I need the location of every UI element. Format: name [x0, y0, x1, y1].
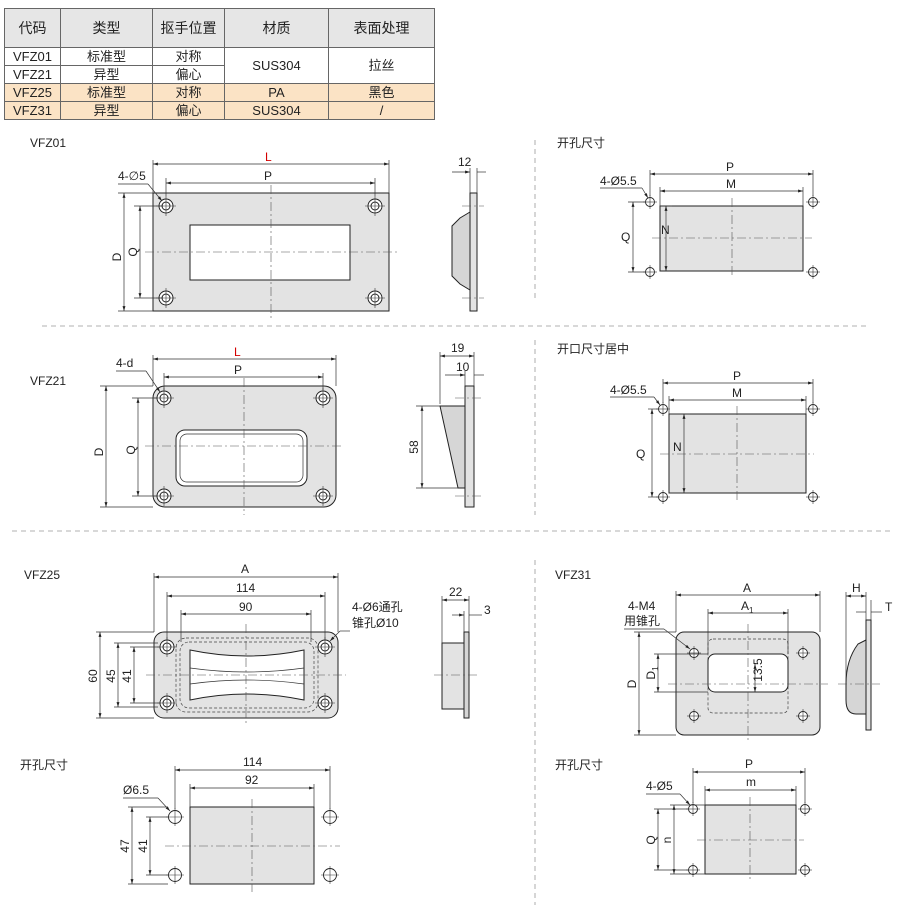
vfz31-cutout-view: 开孔尺寸 P m 4-Ø5 Q n: [555, 757, 813, 882]
cell-code: VFZ21: [4, 65, 61, 84]
vfz25-cut-41: 41: [136, 839, 150, 853]
vfz25-front-view: VFZ25 A 114 90 4-Ø6通孔 锥孔Ø10 60 45: [24, 562, 403, 726]
vfz21-cut-holes: 4-Ø5.5: [610, 383, 647, 397]
vfz25-dim-114: 114: [236, 581, 255, 595]
vfz21-dim-58: 58: [407, 440, 421, 454]
vfz25-cutout-view: 开孔尺寸 114 92 Ø6.5 47 41: [20, 755, 340, 892]
vfz01-dim-Q: Q: [126, 247, 140, 256]
vfz31-holes-countersink: 用锥孔: [624, 614, 660, 628]
vfz21-cut-N: N: [673, 440, 682, 454]
vfz21-title: VFZ21: [30, 374, 66, 388]
vfz31-dim-D: D: [625, 679, 639, 688]
vfz01-dim-L: L: [265, 150, 272, 164]
vfz25-holes-countersink: 锥孔Ø10: [352, 616, 399, 630]
vfz25-cut-hole: Ø6.5: [123, 783, 149, 797]
vfz31-dim-T: T: [885, 600, 893, 614]
vfz01-dim-D: D: [110, 252, 124, 261]
vfz25-dim-90: 90: [239, 600, 253, 614]
header-surface: 表面处理: [328, 8, 435, 48]
vfz21-dim-Q: Q: [124, 445, 138, 454]
vfz25-cut-114: 114: [243, 755, 262, 769]
vfz31-cut-m: m: [746, 775, 756, 789]
vfz01-title: VFZ01: [30, 136, 66, 150]
vfz25-cut-title: 开孔尺寸: [20, 758, 68, 772]
vfz31-holes-m4: 4-M4: [628, 599, 656, 613]
table-row: VFZ21 异型 偏心: [4, 65, 435, 84]
cell-position: 对称: [152, 83, 225, 102]
vfz25-dim-22: 22: [449, 585, 463, 599]
vfz01-side-view: 12: [451, 155, 486, 312]
cell-code: VFZ31: [4, 101, 61, 120]
vfz31-cut-P: P: [745, 757, 753, 771]
vfz31-dim-H: H: [852, 581, 861, 595]
vfz25-side-view: 22 3: [434, 585, 491, 719]
table-header-row: 代码 类型 抠手位置 材质 表面处理: [4, 8, 435, 48]
vfz25-cut-47: 47: [118, 839, 132, 853]
vfz21-cut-M: M: [732, 386, 742, 400]
cell-surface: 拉丝: [328, 47, 435, 84]
vfz21-cut-Q: Q: [636, 447, 645, 461]
cell-surface: 黑色: [328, 83, 435, 102]
header-code: 代码: [4, 8, 61, 48]
vfz01-thickness: 12: [458, 155, 472, 169]
vfz25-title: VFZ25: [24, 568, 60, 582]
vfz01-cut-N: N: [661, 223, 670, 237]
vfz21-side-view: 19 10 58: [407, 341, 484, 508]
vfz21-dim-P: P: [234, 363, 242, 377]
vfz25-cut-92: 92: [245, 773, 259, 787]
cell-type: 异型: [60, 101, 153, 120]
vfz31-cut-title: 开孔尺寸: [555, 758, 603, 772]
vfz01-cut-holes: 4-Ø5.5: [600, 174, 637, 188]
vfz01-cut-M: M: [726, 177, 736, 191]
vfz01-holes: 4-∅5: [118, 169, 146, 183]
vfz21-dim-L: L: [234, 345, 241, 359]
vfz21-cut-P: P: [733, 369, 741, 383]
vfz25-dim-3: 3: [484, 603, 491, 617]
vfz31-front-view: VFZ31 A A1 4-M4 用锥孔 D D1 13.5: [555, 568, 828, 743]
vfz31-cut-holes: 4-Ø5: [646, 779, 673, 793]
vfz21-dim-D: D: [92, 447, 106, 456]
vfz31-cut-n: n: [660, 837, 674, 844]
vfz31-dim-A1: A1: [741, 599, 754, 615]
vfz01-dim-P: P: [264, 169, 272, 183]
vfz31-cut-Q: Q: [644, 835, 658, 844]
cell-type: 标准型: [60, 83, 153, 102]
vfz31-dim-A: A: [743, 581, 751, 595]
vfz25-dim-A: A: [241, 562, 249, 576]
vfz01-cut-P: P: [726, 160, 734, 174]
vfz21-cutout-view: 开口尺寸居中 P M 4-Ø5.5 Q N: [557, 341, 821, 505]
vfz31-dim-D1: D1: [644, 666, 660, 680]
vfz25-holes-through: 4-Ø6通孔: [352, 600, 403, 614]
cell-position: 对称: [152, 47, 225, 66]
vfz25-dim-60: 60: [86, 669, 100, 683]
vfz25-dim-45: 45: [104, 669, 118, 683]
header-material: 材质: [224, 8, 329, 48]
vfz31-side-view: H T: [838, 581, 893, 731]
vfz31-title: VFZ31: [555, 568, 591, 582]
vfz21-dim-10: 10: [456, 360, 470, 374]
vfz01-front-view: VFZ01 L P 4-∅5 D Q: [30, 136, 397, 318]
vfz25-dim-41: 41: [120, 669, 134, 683]
vfz31-dim-13-5: 13.5: [751, 658, 765, 682]
vfz21-front-view: VFZ21 L P 4-d D Q: [30, 345, 344, 515]
vfz01-cut-title: 开孔尺寸: [557, 136, 605, 150]
table-row: VFZ25 标准型 对称 PA 黑色: [4, 83, 435, 102]
vfz21-dim-19: 19: [451, 341, 465, 355]
vfz01-cut-Q: Q: [621, 230, 630, 244]
vfz21-cut-title: 开口尺寸居中: [557, 341, 629, 356]
cell-surface: /: [328, 101, 435, 120]
vfz21-holes: 4-d: [116, 356, 133, 370]
vfz01-cutout-view: 开孔尺寸 P M 4-Ø5.5 Q N: [557, 136, 821, 280]
spec-table: 代码 类型 抠手位置 材质 表面处理 VFZ01 标准型 对称 SUS304 拉…: [4, 8, 435, 120]
table-row: VFZ31 异型 偏心 SUS304 /: [4, 101, 435, 120]
